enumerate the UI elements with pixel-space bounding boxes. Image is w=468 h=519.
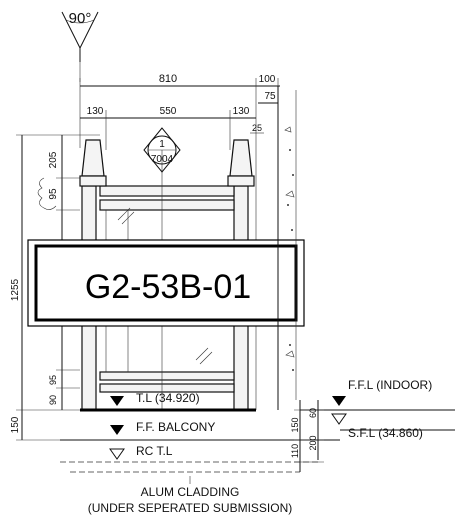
note-line2: (UNDER SEPERATED SUBMISSION) bbox=[88, 501, 292, 515]
dim-130-left: 130 bbox=[87, 106, 104, 117]
level-rc: RC T.L bbox=[136, 444, 173, 458]
dim-95-top: 95 bbox=[48, 188, 59, 200]
dim-75: 75 bbox=[264, 91, 276, 102]
dim-130-right: 130 bbox=[233, 106, 250, 117]
view-angle-label: 90° bbox=[69, 10, 92, 27]
dim-810: 810 bbox=[159, 73, 177, 85]
level-balcony: F.F. BALCONY bbox=[136, 420, 215, 434]
dim-200: 200 bbox=[308, 435, 318, 450]
level-markers: T.L (34.920) F.F. BALCONY RC T.L F.F.L (… bbox=[109, 378, 432, 460]
dim-95-low: 95 bbox=[48, 375, 58, 385]
wall-section bbox=[277, 86, 297, 410]
callout-sheet: 7004 bbox=[151, 154, 174, 165]
sign-panel: G2-53B-01 bbox=[27, 239, 305, 327]
dim-150-right: 150 bbox=[290, 417, 300, 432]
dim-110: 110 bbox=[290, 444, 300, 458]
dim-25: 25 bbox=[252, 123, 262, 133]
dim-1255: 1255 bbox=[10, 278, 21, 301]
cladding-note: ALUM CLADDING (UNDER SEPERATED SUBMISSIO… bbox=[88, 476, 292, 515]
section-callout: 1 7004 bbox=[143, 127, 181, 173]
level-tl: T.L (34.920) bbox=[136, 391, 200, 405]
right-dimensions: 60 150 110 200 bbox=[290, 400, 324, 472]
note-line1: ALUM CLADDING bbox=[141, 485, 240, 499]
level-lines bbox=[60, 408, 455, 473]
callout-number: 1 bbox=[159, 139, 165, 150]
level-ffl-indoor: F.F.L (INDOOR) bbox=[348, 378, 432, 392]
level-sfl: S.F.L (34.860) bbox=[348, 426, 423, 440]
dim-205: 205 bbox=[48, 151, 59, 168]
dim-550: 550 bbox=[160, 106, 177, 117]
post-caps bbox=[79, 139, 255, 187]
dim-60: 60 bbox=[308, 408, 318, 418]
dim-90: 90 bbox=[48, 395, 58, 405]
dim-100: 100 bbox=[259, 74, 276, 85]
sign-tag: G2-53B-01 bbox=[85, 268, 251, 306]
view-angle-symbol: 90° bbox=[61, 10, 99, 82]
dim-150-left: 150 bbox=[10, 416, 21, 433]
